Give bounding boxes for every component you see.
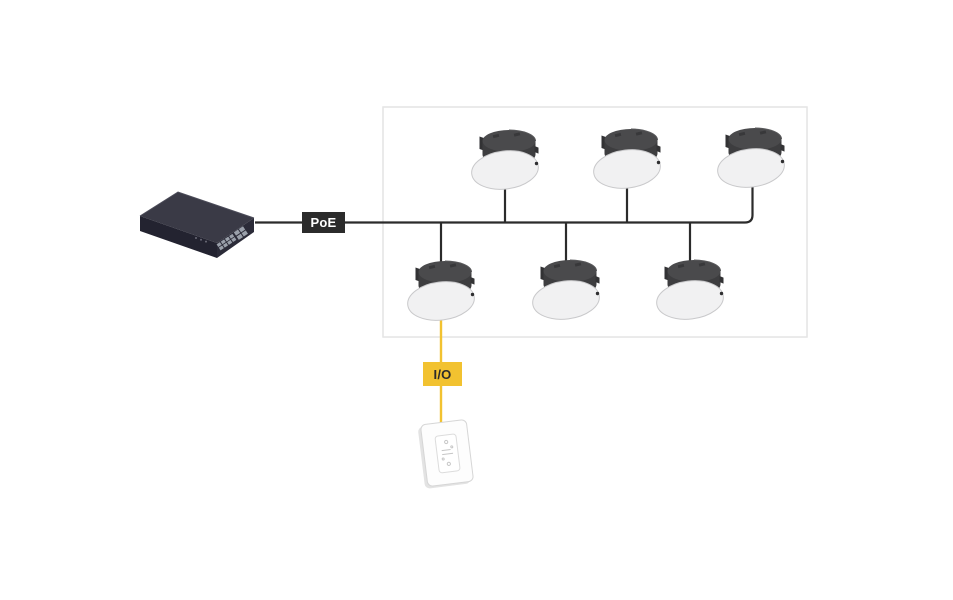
poe-badge: PoE — [302, 212, 345, 233]
ceiling-speaker-5-icon — [529, 259, 603, 324]
speakers-layer — [404, 127, 788, 325]
switch-ports — [216, 226, 248, 251]
ceiling-speaker-1-icon — [468, 129, 542, 194]
io-badge: I/O — [423, 362, 462, 386]
network-cables — [255, 187, 754, 263]
ceiling-speaker-3-icon — [714, 127, 788, 192]
io-device-detail — [441, 439, 454, 466]
ceiling-speaker-6-icon — [653, 259, 727, 324]
switch-leds — [195, 237, 207, 243]
ceiling-speaker-4-icon — [404, 260, 478, 325]
ceiling-speaker-2-icon — [590, 128, 664, 193]
io-wall-device-icon — [418, 419, 474, 489]
network-switch-icon — [139, 191, 255, 258]
trunk-cable — [255, 187, 754, 224]
